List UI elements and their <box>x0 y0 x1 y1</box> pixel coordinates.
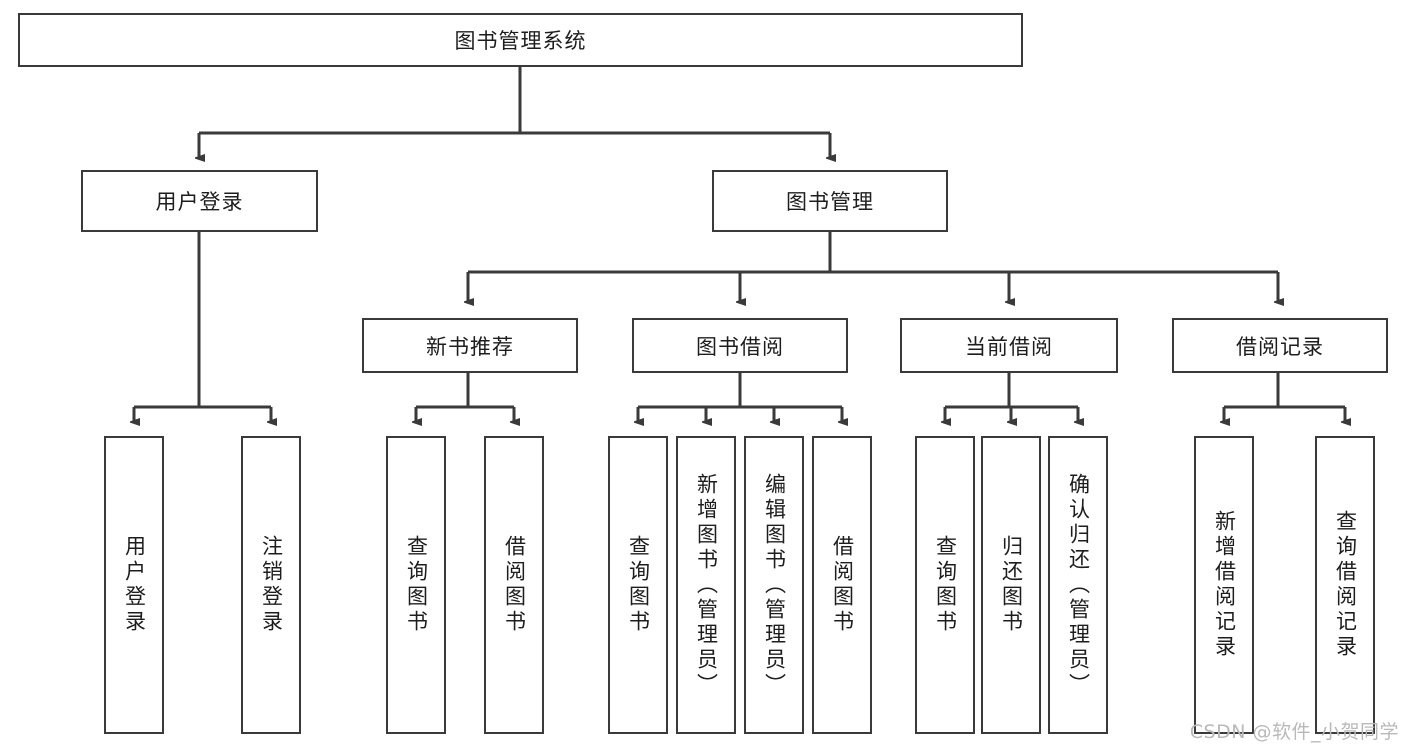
leaf-return-book[interactable]: 归还图书 <box>981 436 1041 734</box>
node-label: 图书管理系统 <box>454 29 587 53</box>
leaf-borrow-book-1[interactable]: 借阅图书 <box>484 436 544 734</box>
leaf-user-login[interactable]: 用户登录 <box>104 436 164 734</box>
node-label: 编辑图书（管理员） <box>762 472 787 698</box>
node-label: 新增借阅记录 <box>1212 510 1237 660</box>
node-user-login[interactable]: 用户登录 <box>81 170 318 232</box>
leaf-add-book[interactable]: 新增图书（管理员） <box>676 436 736 734</box>
node-label: 查询图书 <box>933 535 958 635</box>
node-borrow-record[interactable]: 借阅记录 <box>1172 318 1388 373</box>
leaf-borrow-book-2[interactable]: 借阅图书 <box>812 436 872 734</box>
leaf-query-record[interactable]: 查询借阅记录 <box>1315 436 1375 734</box>
node-label: 查询借阅记录 <box>1333 510 1358 660</box>
node-label: 查询图书 <box>626 535 651 635</box>
node-book-borrow[interactable]: 图书借阅 <box>632 318 848 373</box>
node-current-borrow[interactable]: 当前借阅 <box>900 318 1118 373</box>
node-label: 用户登录 <box>122 535 147 635</box>
node-new-book-rec[interactable]: 新书推荐 <box>362 318 578 373</box>
watermark-text: CSDN @软件_小贺同学 <box>1189 721 1399 743</box>
node-label: 确认归还（管理员） <box>1066 472 1091 698</box>
node-label: 新书推荐 <box>426 334 514 359</box>
leaf-edit-book[interactable]: 编辑图书（管理员） <box>744 436 804 734</box>
leaf-query-book-1[interactable]: 查询图书 <box>386 436 446 734</box>
node-label: 借阅记录 <box>1236 334 1324 359</box>
node-label: 注销登录 <box>259 535 284 635</box>
node-label: 当前借阅 <box>965 334 1053 359</box>
node-label: 归还图书 <box>999 535 1024 635</box>
node-label: 图书管理 <box>786 190 874 214</box>
node-label: 借阅图书 <box>830 535 855 635</box>
leaf-confirm-return[interactable]: 确认归还（管理员） <box>1048 436 1108 734</box>
node-label: 用户登录 <box>155 190 244 214</box>
node-label: 查询图书 <box>404 535 429 635</box>
node-label: 借阅图书 <box>502 535 527 635</box>
node-label: 新增图书（管理员） <box>694 472 719 698</box>
leaf-logout[interactable]: 注销登录 <box>241 436 301 734</box>
leaf-query-book-3[interactable]: 查询图书 <box>915 436 975 734</box>
leaf-add-record[interactable]: 新增借阅记录 <box>1194 436 1254 734</box>
node-label: 图书借阅 <box>696 334 784 359</box>
leaf-query-book-2[interactable]: 查询图书 <box>608 436 668 734</box>
node-root-system[interactable]: 图书管理系统 <box>18 13 1023 67</box>
node-book-manage[interactable]: 图书管理 <box>712 170 948 232</box>
